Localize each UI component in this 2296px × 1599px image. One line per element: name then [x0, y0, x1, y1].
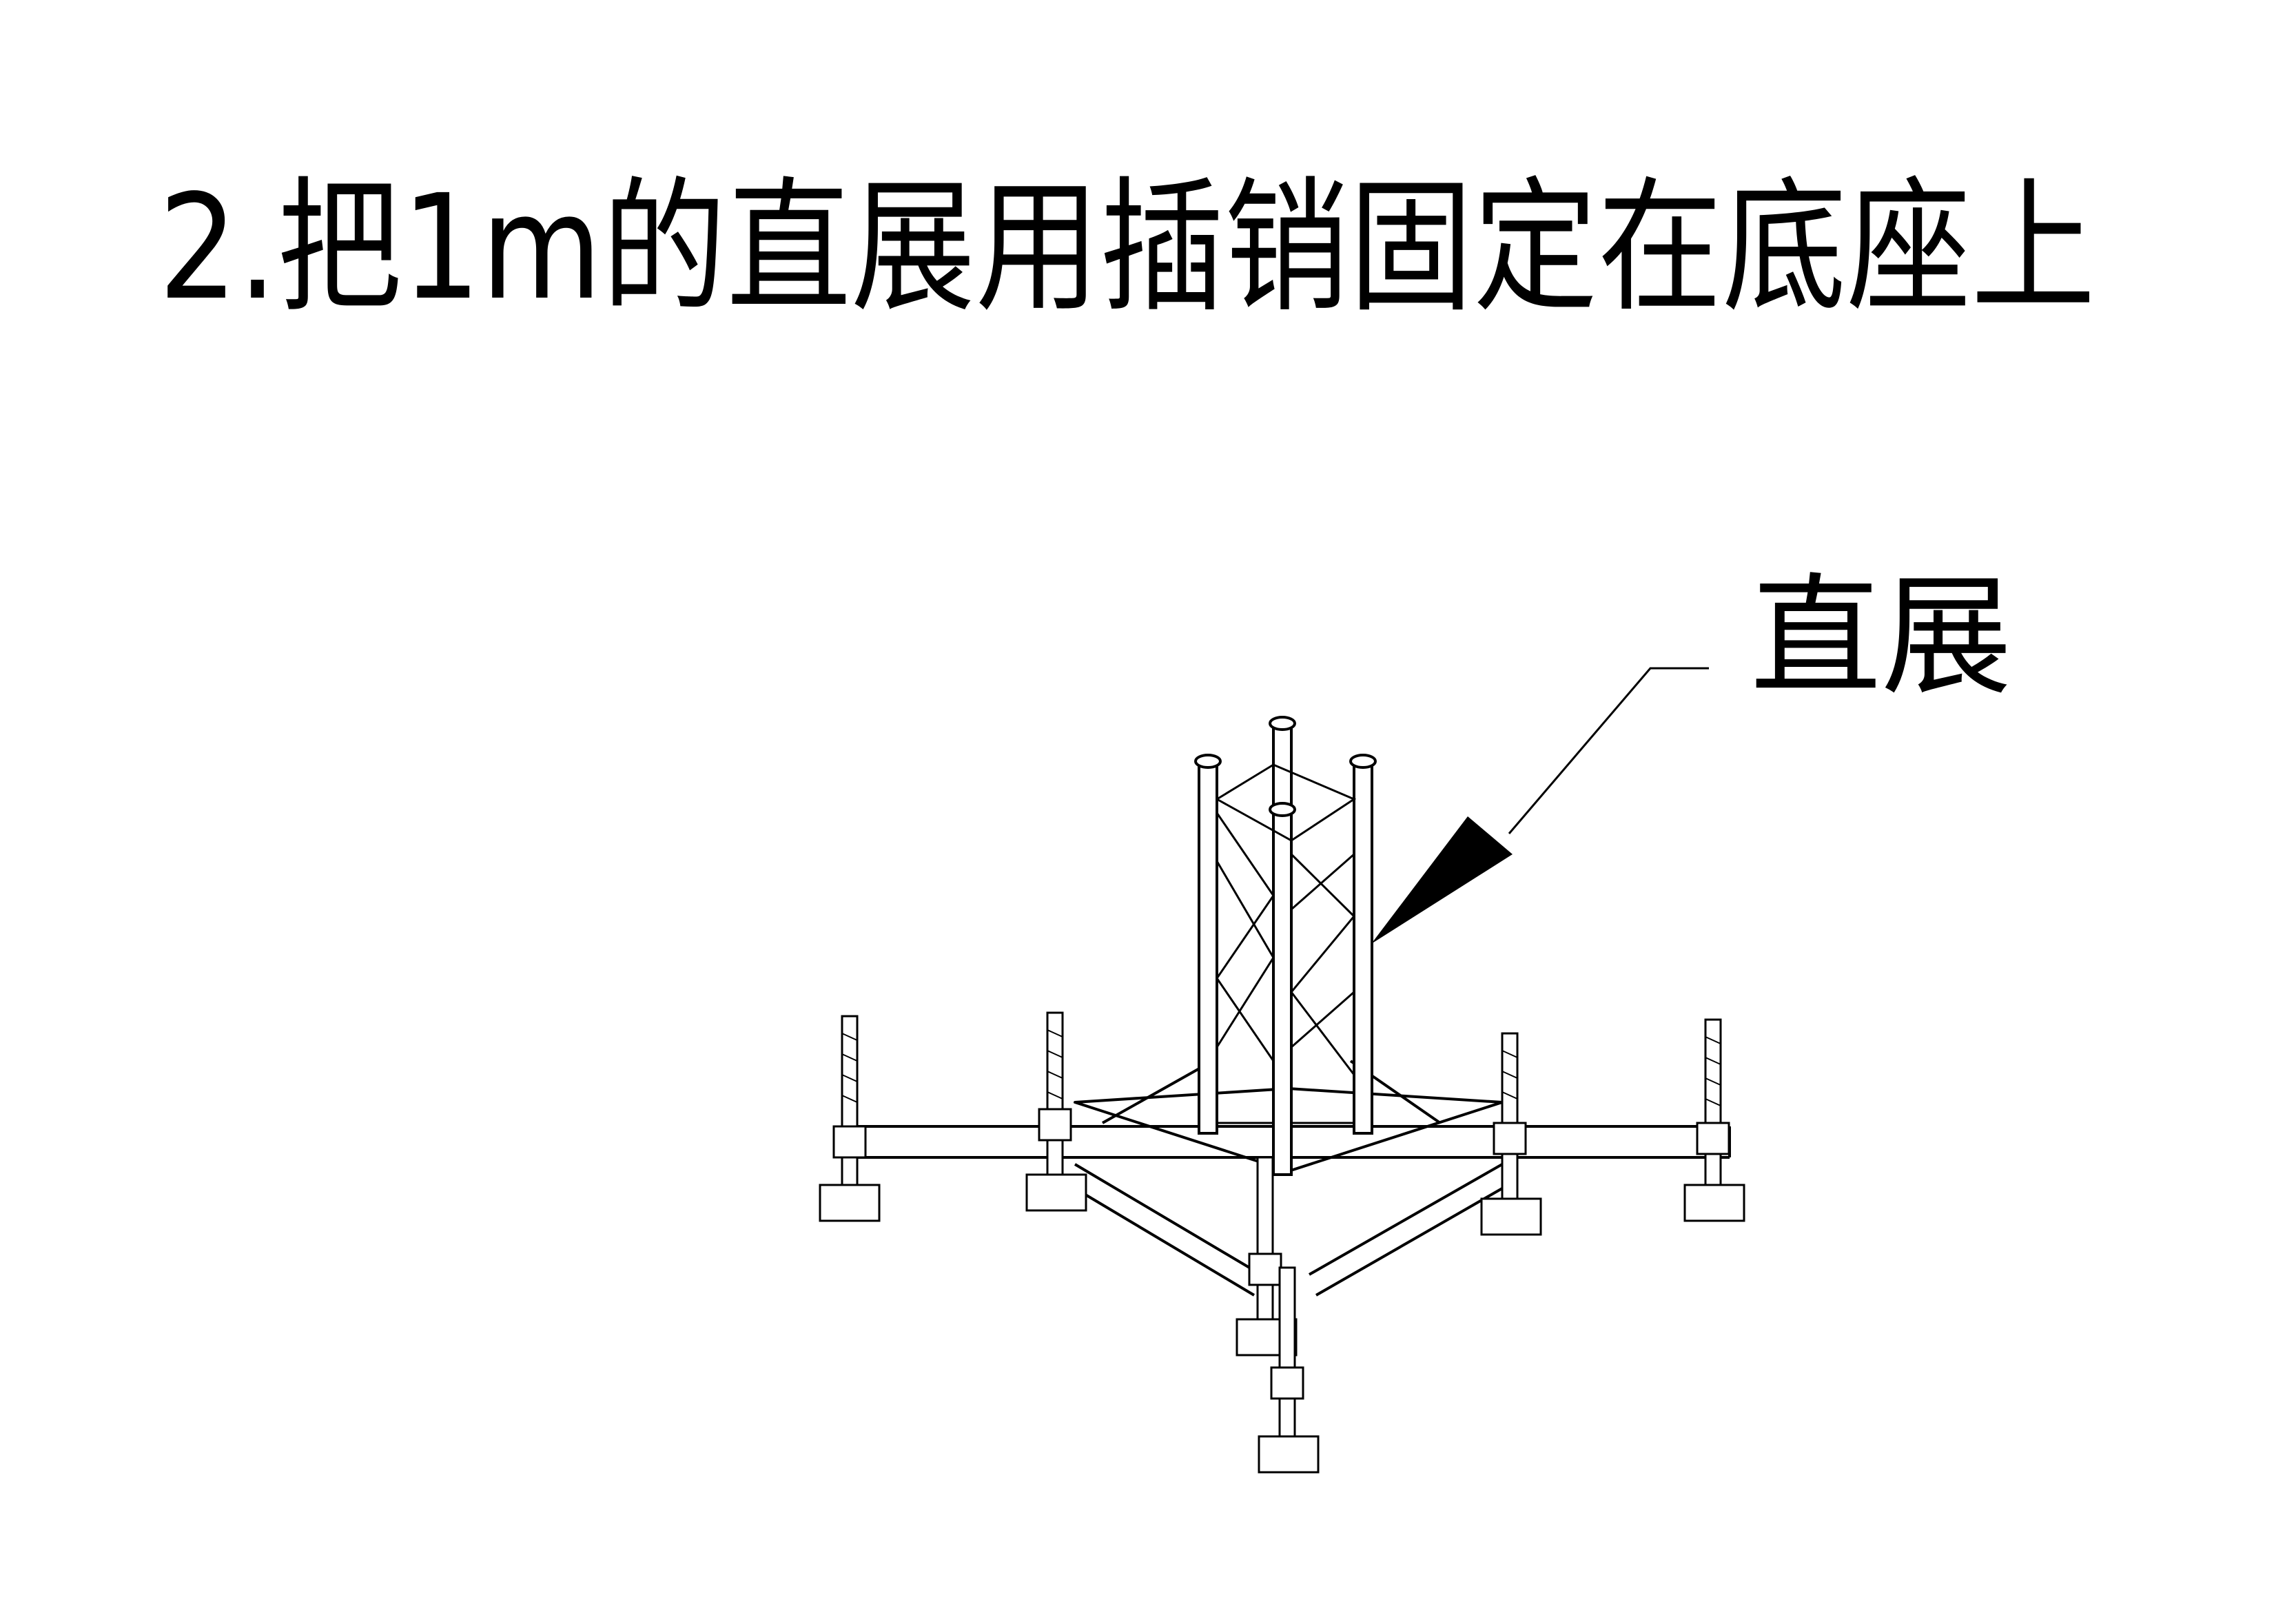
- jack-mid-left: [1025, 1011, 1087, 1212]
- truss-chord-front: [1272, 808, 1293, 1176]
- jack-center-front: [1258, 1266, 1320, 1474]
- truss-chord-cap: [1194, 754, 1222, 769]
- outrigger-right-lower: [1315, 1187, 1503, 1297]
- jack-foot-plate: [1683, 1184, 1745, 1222]
- leader-arrowhead: [1371, 816, 1513, 944]
- jack-far-right: [1683, 1018, 1745, 1222]
- jack-foot-plate: [819, 1184, 881, 1222]
- outrigger-left-lower: [1074, 1187, 1255, 1297]
- jack-sleeve: [1248, 1252, 1282, 1286]
- outrigger-right-upper: [1309, 1163, 1503, 1276]
- jack-screw: [1278, 1266, 1296, 1462]
- jack-mid-right: [1480, 1032, 1542, 1236]
- leader-line: [1508, 667, 1709, 834]
- jack-sleeve: [832, 1125, 867, 1159]
- page-title: 2.把1m的直展用插销固定在底座上: [158, 163, 2095, 332]
- jack-sleeve: [1038, 1108, 1072, 1142]
- callout-leader: [1508, 667, 1709, 834]
- truss-bracing: [1216, 763, 1357, 1124]
- jack-far-left: [819, 1015, 881, 1222]
- jack-foot-plate: [1025, 1173, 1087, 1212]
- truss-chord-cap: [1349, 754, 1377, 769]
- jack-foot-plate: [1480, 1197, 1542, 1236]
- jack-thread-marks: [841, 1029, 1721, 1106]
- jack-screw: [1046, 1011, 1064, 1193]
- outrigger-left-upper: [1074, 1163, 1262, 1276]
- jack-sleeve: [1270, 1366, 1304, 1400]
- jack-screw: [841, 1015, 859, 1214]
- back-strut-left: [1102, 1060, 1213, 1124]
- jack-screw: [1704, 1018, 1722, 1207]
- truss-tower: [1194, 716, 1377, 1176]
- jack-sleeve: [1696, 1122, 1730, 1155]
- jack-screw: [1501, 1032, 1519, 1207]
- truss-chord-left: [1198, 760, 1218, 1135]
- leveling-jacks: [819, 1011, 1745, 1474]
- jack-sleeve: [1493, 1122, 1527, 1155]
- truss-chord-cap: [1269, 802, 1296, 817]
- truss-chord-cap: [1269, 716, 1296, 731]
- truss-chord-right: [1353, 760, 1373, 1135]
- jack-foot-plate: [1258, 1435, 1320, 1474]
- callout-label-truss: 直展: [1750, 561, 2013, 713]
